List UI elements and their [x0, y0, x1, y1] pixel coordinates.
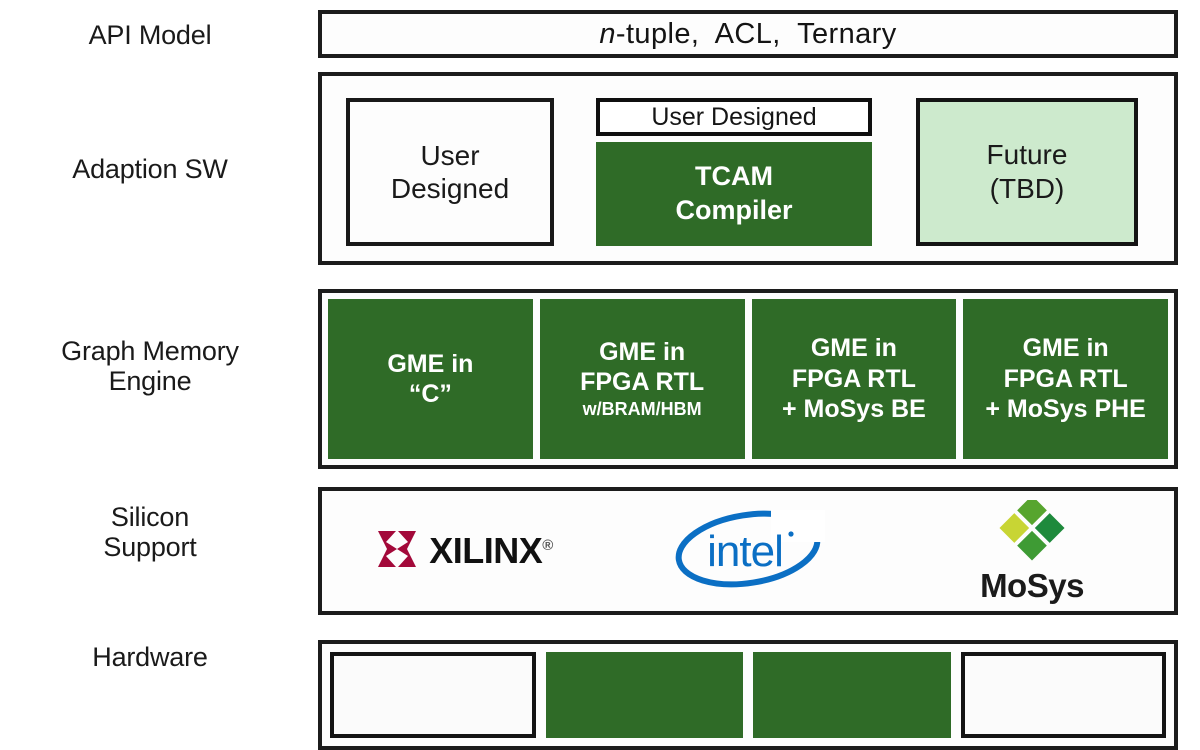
xilinx-mark-icon	[375, 528, 419, 575]
mosys-diamond-icon	[994, 495, 1070, 567]
gme-c-line2: “C”	[408, 380, 452, 408]
layer-label-adaption-sw: Adaption SW	[72, 154, 228, 184]
svg-text:intel: intel	[707, 527, 783, 576]
layer-label-api-model: API Model	[88, 20, 212, 50]
api-model-box[interactable]: n-tuple, ACL, Ternary	[318, 10, 1178, 58]
layer-label-hardware: Hardware	[92, 642, 208, 672]
xilinx-logo-cell[interactable]: XILINX®	[322, 491, 606, 611]
gme-cell-mosys-be[interactable]: GME in FPGA RTL + MoSys BE	[751, 299, 957, 459]
gme-bram-sub: w/BRAM/HBM	[582, 398, 702, 419]
gme-c-line1: GME in	[387, 349, 474, 378]
layer-label-silicon-support: Silicon Support	[103, 502, 197, 563]
gme-cell-mosys-phe[interactable]: GME in FPGA RTL + MoSys PHE	[963, 299, 1168, 459]
xilinx-logo: XILINX®	[375, 528, 553, 575]
gme-be-line2: FPGA RTL	[791, 364, 916, 393]
api-model-italic-n: n	[599, 17, 616, 50]
tcam-compiler-box[interactable]: TCAM Compiler	[596, 142, 872, 246]
gme-cell-c[interactable]: GME in “C”	[328, 299, 533, 459]
hardware-cell-4[interactable]	[960, 652, 1166, 738]
registered-trademark-icon: ®	[542, 537, 553, 554]
user-designed-box[interactable]: User Designed	[346, 98, 554, 246]
mosys-wordmark: MoSys	[980, 567, 1084, 604]
silicon-support-box: XILINX® intel	[318, 487, 1178, 615]
gme-bram-line2: FPGA RTL	[580, 368, 705, 397]
user-designed-header-box[interactable]: User Designed	[596, 98, 872, 136]
tcam-compiler-group: User Designed TCAM Compiler	[596, 98, 872, 246]
hardware-cell-2[interactable]	[545, 652, 743, 738]
gme-bram-line1: GME in	[599, 337, 686, 366]
gme-cell-fpga-bram[interactable]: GME in FPGA RTL w/BRAM/HBM	[539, 299, 745, 459]
tcam-compiler-line2: Compiler	[675, 195, 793, 225]
api-model-text: n-tuple, ACL, Ternary	[599, 18, 896, 51]
mosys-logo: MoSys	[980, 495, 1084, 604]
hardware-box	[318, 640, 1178, 750]
future-tbd-box[interactable]: Future (TBD)	[916, 98, 1138, 246]
architecture-stack-diagram: API Model n-tuple, ACL, Ternary Adaption…	[61, 10, 1178, 750]
xilinx-wordmark: XILINX®	[429, 530, 553, 571]
gme-phe-line2: FPGA RTL	[1003, 364, 1128, 393]
mosys-logo-cell[interactable]: MoSys	[890, 491, 1174, 611]
api-model-rest: -tuple, ACL, Ternary	[615, 17, 897, 50]
adaption-sw-box: User Designed User Designed TCAM Compile…	[318, 72, 1178, 265]
intel-logo: intel	[663, 504, 833, 599]
layer-label-graph-memory-engine: Graph Memory Engine	[61, 336, 239, 397]
hardware-cell-3[interactable]	[753, 652, 951, 738]
gme-be-line1: GME in	[810, 334, 897, 363]
intel-logo-cell[interactable]: intel	[606, 491, 890, 611]
gme-phe-line1: GME in	[1022, 334, 1109, 363]
graph-memory-engine-box: GME in “C” GME in FPGA RTL w/BRAM/HBM GM…	[318, 289, 1178, 469]
gme-be-line3: + MoSys BE	[781, 395, 926, 424]
tcam-compiler-line1: TCAM	[695, 161, 773, 192]
hardware-cell-1[interactable]	[330, 652, 536, 738]
gme-phe-line3: + MoSys PHE	[985, 395, 1146, 424]
